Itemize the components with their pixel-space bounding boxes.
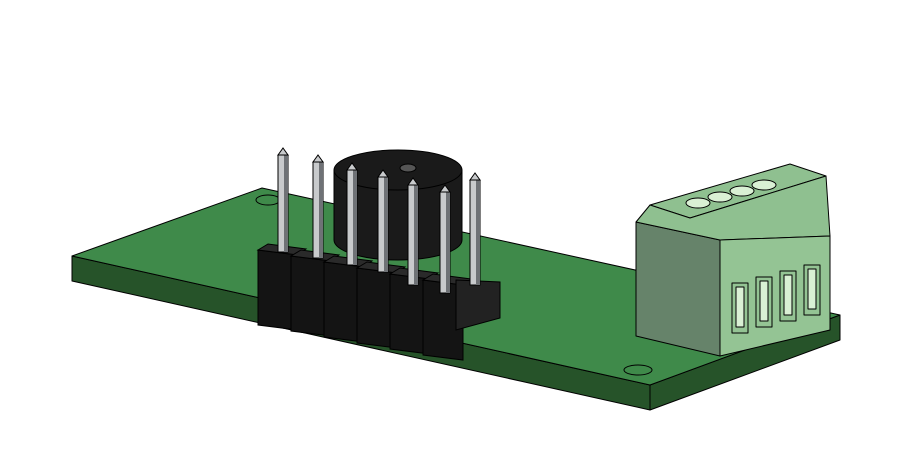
terminal-screw-hole bbox=[685, 197, 711, 209]
terminal-left-face bbox=[635, 221, 721, 357]
pin-tip bbox=[407, 177, 419, 186]
pin-tip bbox=[346, 162, 358, 171]
terminal-wire-slot bbox=[807, 268, 817, 310]
terminal-wire-slot bbox=[735, 286, 745, 328]
terminal-screw-hole bbox=[751, 179, 777, 191]
terminal-wire-slot bbox=[759, 280, 769, 322]
mounting-hole bbox=[623, 364, 653, 376]
pin-shade bbox=[414, 185, 418, 285]
pin-shade bbox=[284, 155, 288, 252]
terminal-screw-hole bbox=[729, 185, 755, 197]
pin-shade bbox=[353, 170, 357, 265]
pin-tip bbox=[377, 169, 389, 178]
pin-tip bbox=[312, 154, 324, 163]
pin-tip bbox=[439, 184, 451, 193]
pin-shade bbox=[319, 162, 323, 258]
pin-tip bbox=[277, 147, 289, 156]
pin-tip bbox=[469, 172, 481, 181]
buzzer-top bbox=[333, 149, 463, 191]
terminal-wire-slot bbox=[783, 274, 793, 316]
pin-shade bbox=[476, 180, 480, 285]
header-pins bbox=[277, 147, 481, 294]
buzzer-hole bbox=[399, 163, 417, 173]
mounting-hole bbox=[255, 194, 281, 206]
pin-shade bbox=[384, 177, 388, 272]
terminal-block bbox=[635, 163, 831, 357]
buzzer-body bbox=[333, 169, 463, 261]
header-end bbox=[455, 279, 501, 331]
terminal-screw-hole bbox=[707, 191, 733, 203]
buzzer bbox=[333, 149, 463, 261]
pin-shade bbox=[446, 192, 450, 293]
